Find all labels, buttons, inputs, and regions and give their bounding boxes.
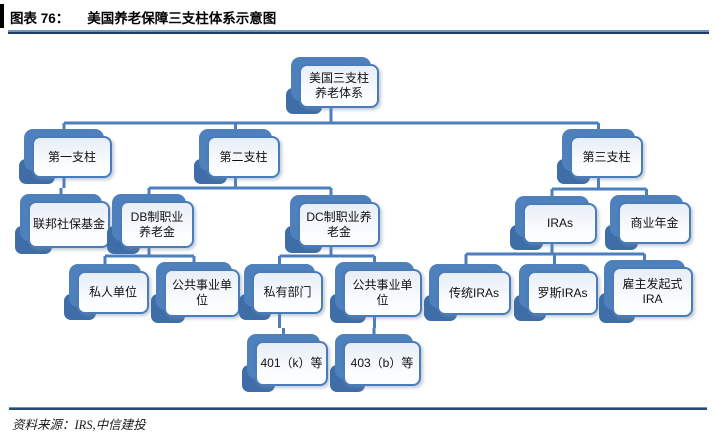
tree-node-root: 美国三支柱养老体系 <box>286 57 379 114</box>
tree-node-p1: 第一支柱 <box>19 129 112 184</box>
node-label: 雇主发起式IRA <box>612 267 693 317</box>
tree-node-pu: 私人单位 <box>64 264 149 320</box>
node-label: IRAs <box>523 203 597 244</box>
tree-node-db: DB制职业养老金 <box>107 194 194 254</box>
source-note: 资料来源：IRS,中信建投 <box>12 418 146 432</box>
node-label: 第二支柱 <box>207 136 280 178</box>
node-label: 罗斯IRAs <box>527 271 598 315</box>
tree-node-b403: 403（b）等 <box>330 334 421 392</box>
tree-node-ps: 私有部门 <box>239 264 323 320</box>
tree-node-pub_l: 公共事业单位 <box>151 262 240 323</box>
tree-node-iras: IRAs <box>510 196 597 250</box>
tree-node-trad: 传统IRAs <box>424 264 511 321</box>
node-label: 传统IRAs <box>437 271 511 315</box>
figure-tag: 图表 76： <box>10 11 70 26</box>
node-label: 第三支柱 <box>570 136 643 178</box>
connector-root <box>62 102 600 142</box>
tree-node-dc: DC制职业养老金 <box>285 195 380 253</box>
node-label: 美国三支柱养老体系 <box>299 64 379 108</box>
tree-node-annuity: 商业年金 <box>605 195 691 250</box>
figure-header: 图表 76： 美国养老保障三支柱体系示意图 <box>10 7 276 27</box>
node-label: 公共事业单位 <box>343 269 422 317</box>
node-label: 第一支柱 <box>32 136 112 178</box>
tree-node-sep: 雇主发起式IRA <box>599 260 693 323</box>
node-label: 联邦社保基金 <box>28 201 110 248</box>
node-label: DB制职业养老金 <box>120 201 194 248</box>
node-label: 商业年金 <box>618 202 691 244</box>
node-label: 公共事业单位 <box>164 269 240 317</box>
tree-node-fed: 联邦社保基金 <box>15 194 110 254</box>
node-label: 私人单位 <box>77 271 149 314</box>
corner-bar <box>0 4 4 28</box>
node-label: 401（k）等 <box>255 341 328 386</box>
tree-node-k401: 401（k）等 <box>242 334 328 392</box>
footer-rule <box>9 407 707 410</box>
node-label: 403（b）等 <box>343 341 421 386</box>
tree-node-p2: 第二支柱 <box>194 129 280 184</box>
figure-title: 美国养老保障三支柱体系示意图 <box>87 11 277 26</box>
header-rule <box>8 30 709 34</box>
tree-node-roth: 罗斯IRAs <box>514 264 598 321</box>
tree-node-p3: 第三支柱 <box>557 129 643 184</box>
node-label: DC制职业养老金 <box>298 202 380 247</box>
tree-node-pub_r: 公共事业单位 <box>330 262 422 323</box>
node-label: 私有部门 <box>252 271 323 314</box>
